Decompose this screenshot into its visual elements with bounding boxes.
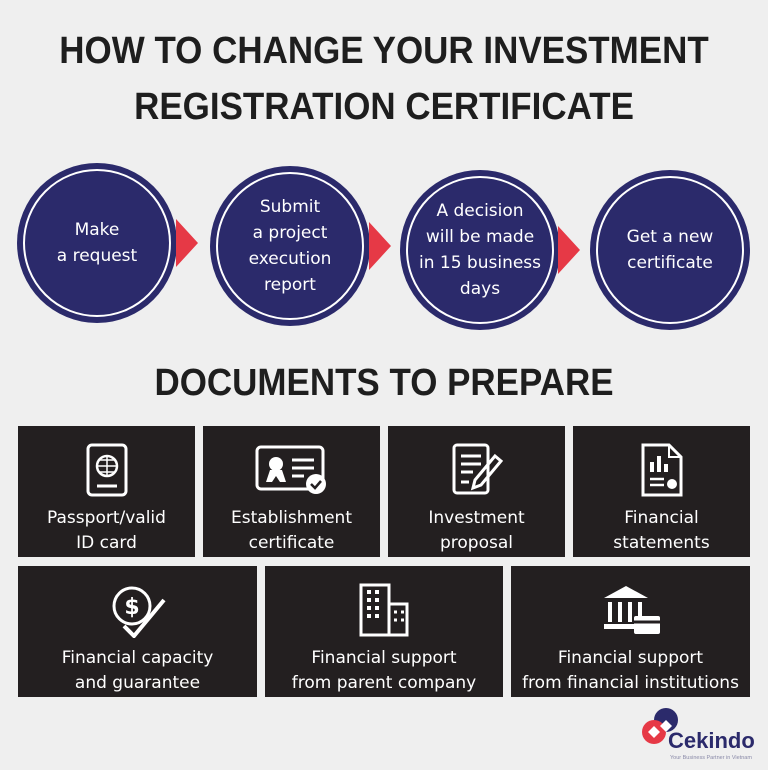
document-financial-capacity: $ Financial capacity and guarantee xyxy=(18,566,257,697)
step-2-label: Submit a project execution report xyxy=(248,197,332,295)
svg-text:$: $ xyxy=(124,595,139,620)
svg-text:Your Business Partner in Vietn: Your Business Partner in Vietnam xyxy=(670,755,752,761)
document-pen-icon xyxy=(451,442,503,498)
cekindo-logo: Cekindo Your Business Partner in Vietnam xyxy=(638,706,763,766)
document-label: Passport/valid ID card xyxy=(47,508,166,553)
step-4-label: Get a new certificate xyxy=(626,227,714,273)
passport-icon xyxy=(85,442,129,498)
certificate-icon xyxy=(254,442,330,498)
arrow-icon xyxy=(369,222,391,270)
document-label: Establishment certificate xyxy=(230,508,352,553)
document-passport: Passport/valid ID card xyxy=(18,426,195,557)
step-3: A decision will be made in 15 business d… xyxy=(400,170,560,330)
arrow-icon xyxy=(176,219,198,267)
document-label: Financial statements xyxy=(613,508,710,553)
svg-text:Cekindo: Cekindo xyxy=(668,728,755,753)
document-financial-institutions: Financial support from financial institu… xyxy=(511,566,750,697)
document-label: Financial support from financial institu… xyxy=(522,648,739,693)
title-line-1: HOW TO CHANGE YOUR INVESTMENT xyxy=(59,30,709,72)
document-establishment: Establishment certificate xyxy=(203,426,380,557)
step-4: Get a new certificate xyxy=(590,170,750,330)
dollar-check-icon: $ xyxy=(108,582,168,638)
bank-card-icon xyxy=(600,582,662,638)
report-chart-icon xyxy=(640,442,684,498)
title-line-2: REGISTRATION CERTIFICATE xyxy=(134,86,634,128)
step-2: Submit a project execution report xyxy=(210,166,370,326)
document-label: Financial support from parent company xyxy=(291,648,477,693)
building-icon xyxy=(358,582,410,638)
step-1: Make a request xyxy=(17,163,177,323)
document-investment-proposal: Investment proposal xyxy=(388,426,565,557)
documents-heading: DOCUMENTS TO PREPARE xyxy=(154,362,614,404)
arrow-icon xyxy=(558,226,580,274)
document-parent-company: Financial support from parent company xyxy=(265,566,503,697)
document-label: Financial capacity and guarantee xyxy=(61,648,214,693)
step-3-label: A decision will be made in 15 business d… xyxy=(418,201,542,299)
document-financial-statements: Financial statements xyxy=(573,426,750,557)
document-label: Investment proposal xyxy=(428,508,525,553)
step-1-label: Make a request xyxy=(56,220,138,266)
